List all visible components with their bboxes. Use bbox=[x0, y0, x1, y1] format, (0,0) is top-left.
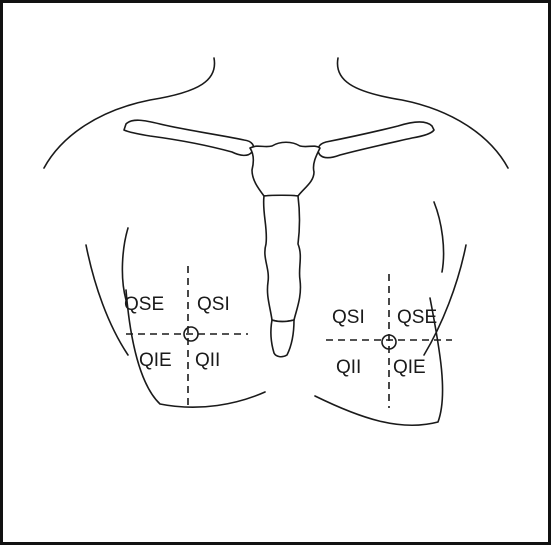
label-left-upper-inner: QSI bbox=[332, 307, 365, 328]
label-right-lower-inner: QII bbox=[195, 350, 220, 371]
label-left-upper-outer: QSE bbox=[397, 307, 437, 328]
label-left-lower-inner: QII bbox=[336, 357, 361, 378]
sternum bbox=[250, 142, 320, 356]
quadrant-lines-right-breast bbox=[126, 266, 248, 406]
labels-left-breast: QSI QSE QII QIE bbox=[332, 307, 437, 378]
labels-right-breast: QSE QSI QIE QII bbox=[124, 294, 230, 371]
clavicle-right bbox=[318, 122, 434, 158]
sternum-body bbox=[264, 195, 301, 321]
axilla-left bbox=[122, 228, 128, 300]
label-right-upper-outer: QSE bbox=[124, 294, 164, 315]
torso-side-left bbox=[86, 245, 128, 355]
label-right-upper-inner: QSI bbox=[197, 294, 230, 315]
quadrant-lines-left-breast bbox=[326, 274, 452, 408]
xiphoid-process bbox=[271, 320, 294, 357]
label-left-lower-outer: QIE bbox=[393, 357, 426, 378]
axilla-right bbox=[434, 202, 444, 272]
clavicle-left bbox=[124, 120, 254, 155]
manubrium bbox=[250, 142, 320, 196]
neck-shoulder-right bbox=[337, 58, 508, 168]
neck-shoulder-left bbox=[44, 58, 215, 168]
label-right-lower-outer: QIE bbox=[139, 350, 172, 371]
